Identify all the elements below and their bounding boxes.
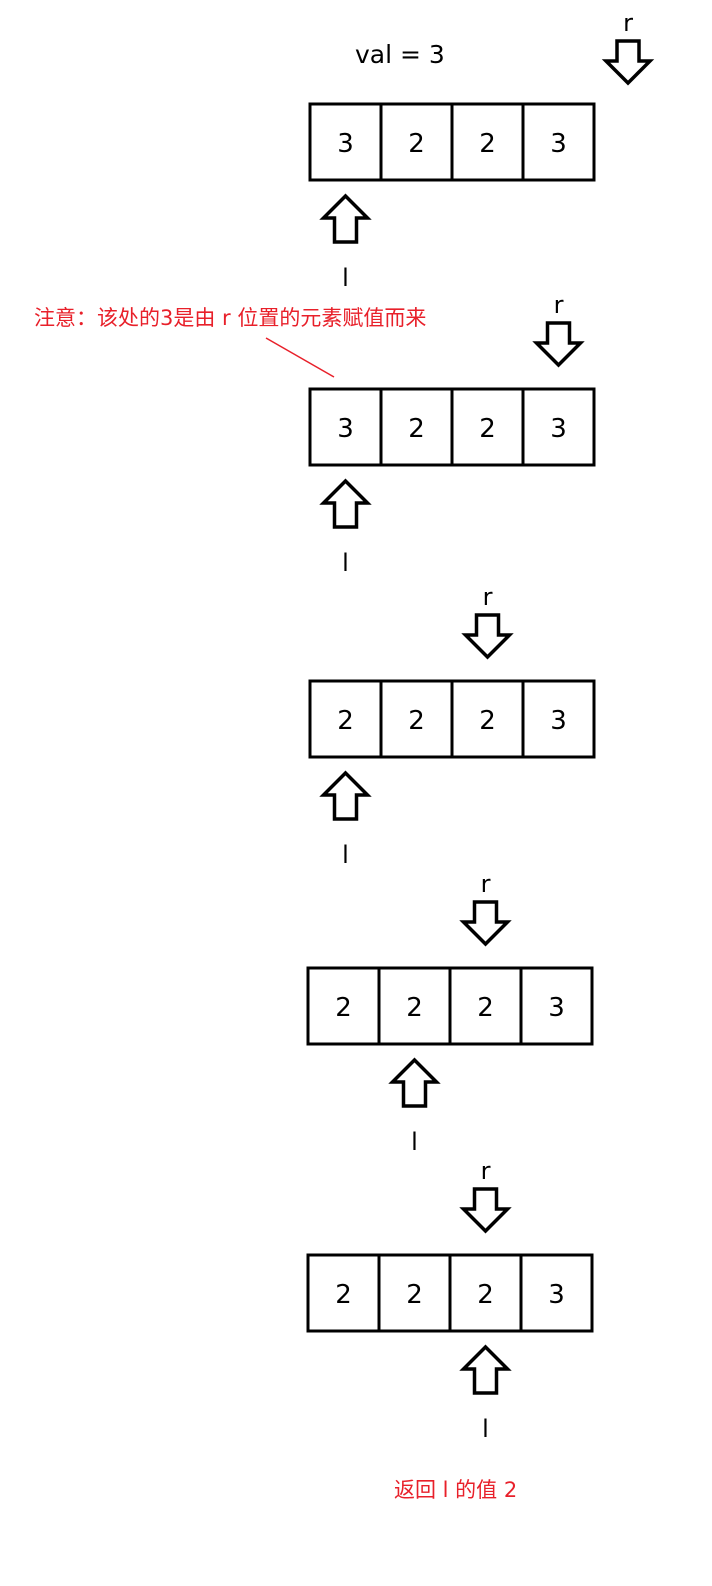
array-cell [450,387,525,467]
annotation-leader-line [265,337,335,378]
array-cell-value: 3 [550,706,567,736]
r-pointer-arrow [461,613,514,660]
array-cell-value: 3 [548,993,565,1023]
step-1: 3 2 2 3 r l [308,9,655,292]
step-2: 3 2 2 3 r l [308,291,596,577]
array-cell [308,102,383,182]
array-cell-value: 2 [406,1280,423,1310]
array-cell-value: 3 [337,129,354,159]
array-cell [450,679,525,759]
array-cell-value: 2 [335,993,352,1023]
l-pointer-arrow [319,478,372,529]
array-cell [377,1253,452,1333]
array-cell [306,1253,381,1333]
array-cell [308,387,383,467]
array-cell-value: 3 [337,414,354,444]
array-cell-value: 2 [479,414,496,444]
array-cell [377,966,452,1046]
array-cell-value: 2 [406,993,423,1023]
array-cell-value: 2 [337,706,354,736]
step-3: 2 2 2 3 r l [308,583,596,869]
r-pointer-arrow [459,900,512,947]
r-pointer-label: r [554,291,564,319]
array-cell-value: 2 [479,706,496,736]
array-cell-value: 2 [408,414,425,444]
r-pointer-label: r [481,1157,491,1185]
array-cell-value: 3 [550,129,567,159]
array-cell [521,387,596,467]
array-cell-value: 2 [477,1280,494,1310]
array-cell-value: 2 [408,706,425,736]
array-cell [521,679,596,759]
l-pointer-label: l [482,1415,489,1443]
array-cell-value: 2 [408,129,425,159]
array-cell-value: 2 [477,993,494,1023]
r-pointer-label: r [623,9,633,37]
steps-layer: 3 2 2 3 r l 3 2 2 3 r l 2 2 2 3 r l 2 2 2 3 r l 2 2 2 3 r l [306,9,655,1443]
l-pointer-label: l [342,549,349,577]
array-cell-value: 3 [548,1280,565,1310]
array-cell [379,387,454,467]
array-cell [308,679,383,759]
l-pointer-arrow [319,193,372,244]
r-pointer-arrow [601,39,655,86]
l-pointer-label: l [342,841,349,869]
step-5: 2 2 2 3 r l [306,1157,594,1443]
array-cell-value: 2 [335,1280,352,1310]
val-label: val = 3 [355,40,445,69]
step-4: 2 2 2 3 r l [306,870,594,1156]
array-cell [379,102,454,182]
array-cell-value: 2 [479,129,496,159]
l-pointer-arrow [388,1057,441,1108]
r-pointer-arrow [532,321,585,368]
annotation-note: 注意：该处的3是由 r 位置的元素赋值而来 [34,306,426,330]
r-pointer-label: r [481,870,491,898]
r-pointer-arrow [459,1187,512,1234]
array-cell [379,679,454,759]
l-pointer-label: l [342,264,349,292]
r-pointer-label: r [483,583,493,611]
array-cell [450,102,525,182]
array-cell [519,1253,594,1333]
result-note: 返回 l 的值 2 [394,1478,517,1502]
l-pointer-arrow [319,770,372,821]
l-pointer-arrow [459,1344,512,1395]
array-cell-value: 3 [550,414,567,444]
array-cell [521,102,596,182]
array-cell [519,966,594,1046]
array-cell [448,966,523,1046]
array-cell [306,966,381,1046]
l-pointer-label: l [411,1128,418,1156]
